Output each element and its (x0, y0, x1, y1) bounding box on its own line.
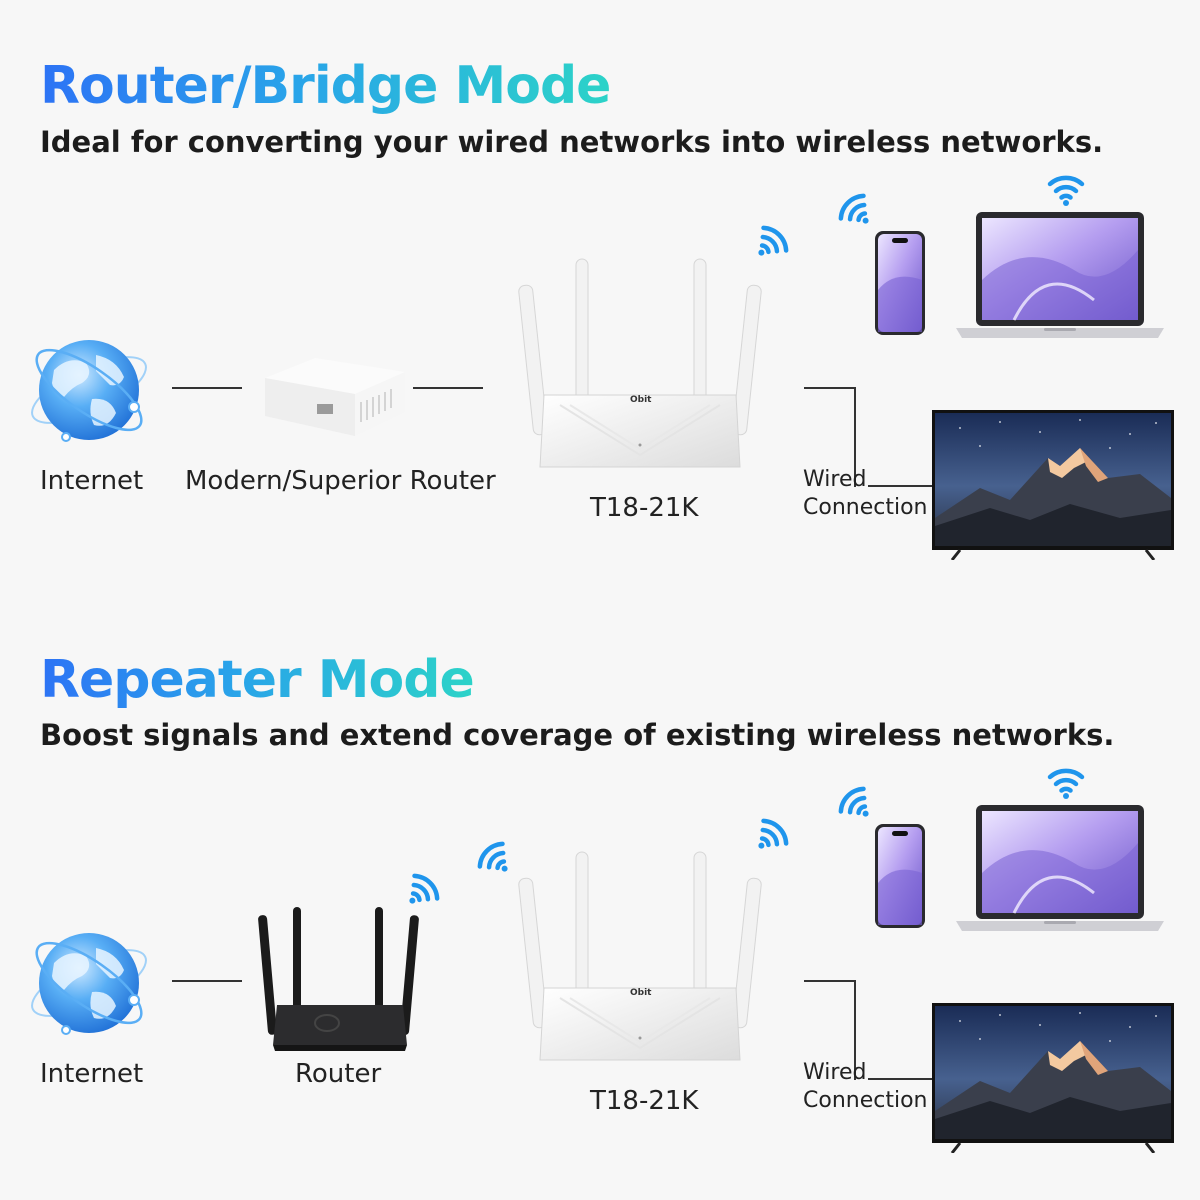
brand-logo: Obit (630, 988, 652, 998)
wired-label-line2: Connection (803, 1088, 928, 1113)
modem-box-icon (255, 350, 415, 440)
smartphone-icon (874, 230, 926, 336)
section2-subtitle: Boost signals and extend coverage of exi… (40, 718, 1115, 752)
globe-icon (24, 918, 154, 1048)
wired-label-line1: Wired (803, 467, 867, 492)
connector-line (172, 980, 242, 982)
wifi-icon (1046, 761, 1086, 801)
globe-icon (24, 325, 154, 455)
connector-line (854, 387, 856, 487)
laptop-icon (954, 210, 1166, 340)
source-device-label: Modern/Superior Router (185, 466, 496, 496)
tv-icon (930, 408, 1176, 560)
section1-title: Router/Bridge Mode (40, 56, 611, 116)
wifi-icon (1046, 168, 1086, 208)
center-device-label: T18-21K (590, 493, 699, 523)
router-white-icon (510, 255, 770, 475)
connector-line (868, 485, 934, 487)
connector-line (804, 980, 856, 982)
connector-line (804, 387, 856, 389)
wired-label-line1: Wired (803, 1060, 867, 1085)
source-device-label: Router (295, 1059, 382, 1089)
laptop-icon (954, 803, 1166, 933)
internet-label: Internet (40, 466, 144, 496)
connector-line (854, 980, 856, 1080)
smartphone-icon (874, 823, 926, 929)
connector-line (868, 1078, 934, 1080)
wired-label-line2: Connection (803, 495, 928, 520)
router-white-icon (510, 848, 770, 1068)
connector-line (413, 387, 483, 389)
connector-line (172, 387, 242, 389)
section1-subtitle: Ideal for converting your wired networks… (40, 125, 1104, 159)
brand-logo: Obit (630, 395, 652, 405)
internet-label: Internet (40, 1059, 144, 1089)
center-device-label: T18-21K (590, 1086, 699, 1116)
section2-title: Repeater Mode (40, 650, 475, 710)
tv-icon (930, 1001, 1176, 1153)
router-black-icon (255, 905, 425, 1055)
